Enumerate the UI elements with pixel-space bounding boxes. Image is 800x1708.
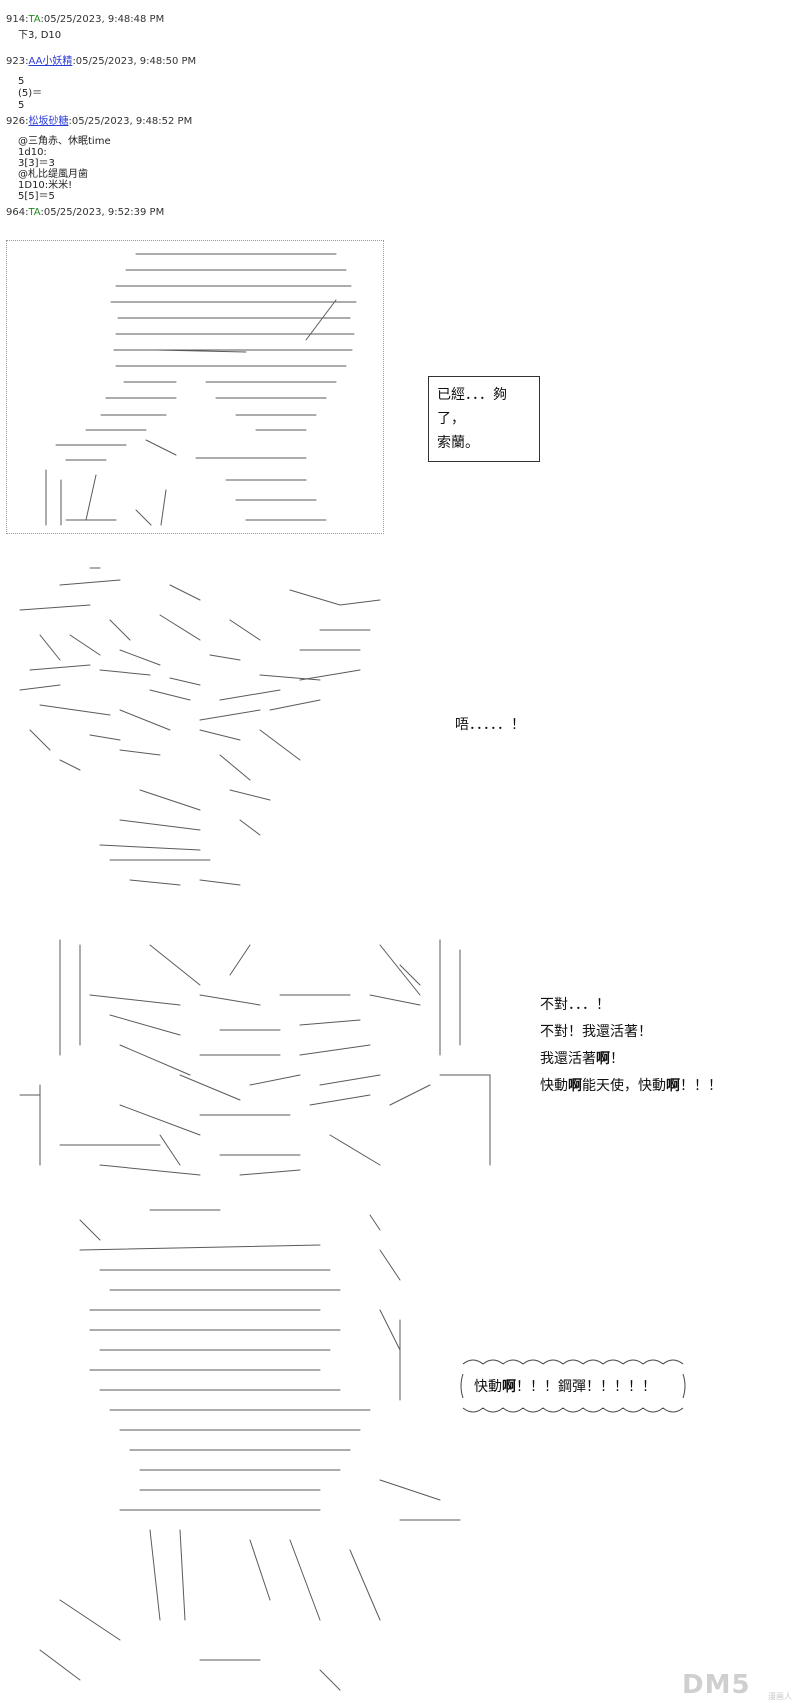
post-914: 914:TA:05/25/2023, 9:48:48 PM 下3, D10	[6, 14, 164, 42]
post-number: 923:	[6, 56, 29, 67]
watermark-subtext: 漫画人	[768, 1692, 792, 1701]
post-header: 964:TA:05/25/2023, 9:52:39 PM	[6, 207, 164, 219]
site-watermark: DM5 漫画人	[682, 1668, 792, 1702]
panel-4-artwork	[20, 1200, 480, 1700]
dialogue-line: 不對！我還活著！	[540, 1024, 652, 1040]
ascii-art-face-closeup	[19, 567, 381, 886]
post-926: 926:松坂砂糖:05/25/2023, 9:48:52 PM @三角赤、休眠t…	[6, 116, 192, 202]
panel-2-artwork	[0, 560, 400, 900]
dialogue-box: 已經．．．夠了， 索蘭。	[428, 376, 540, 462]
post-923: 923:AA小妖精:05/25/2023, 9:48:50 PM 5 (5)＝ …	[6, 56, 196, 112]
panel-3-dialogue: 不對．．．！ 不對！我還活著！ 我還活著啊！ 快動啊能天使，快動啊！！！	[540, 992, 722, 1100]
poster-name: TA	[28, 207, 41, 218]
post-body: @三角赤、休眠time 1d10: 3[3]＝3 @札比缇風月歯 1D10:米米…	[18, 136, 111, 202]
shout-bubble-border	[460, 1359, 686, 1413]
dialogue-line: 已經．．．夠了，	[437, 387, 507, 427]
poster-name-link[interactable]: AA小妖精	[28, 56, 73, 67]
panel-1-artwork	[6, 240, 386, 534]
dialogue-line: 我還活著啊！	[540, 1051, 624, 1067]
watermark-logo: DM5	[682, 1670, 751, 1700]
poster-name-link[interactable]: 松坂砂糖	[28, 116, 69, 127]
post-timestamp: :05/25/2023, 9:48:52 PM	[68, 116, 193, 127]
post-timestamp: :05/25/2023, 9:48:48 PM	[40, 14, 165, 25]
post-header: 926:松坂砂糖:05/25/2023, 9:48:52 PM	[6, 116, 192, 128]
post-body: 下3, D10	[18, 30, 62, 41]
post-number: 964:	[6, 207, 29, 218]
panel-3-artwork	[0, 935, 500, 1185]
post-number: 914:	[6, 14, 29, 25]
post-header: 914:TA:05/25/2023, 9:48:48 PM	[6, 14, 164, 26]
shout-text: 快動啊！！！鋼彈！！！！！	[474, 1379, 656, 1395]
post-body: 5 (5)＝ 5	[18, 76, 43, 111]
post-964: 964:TA:05/25/2023, 9:52:39 PM	[6, 207, 164, 219]
post-number: 926:	[6, 116, 29, 127]
dialogue-line: 索蘭。	[437, 435, 479, 451]
ascii-art-cockpit-scream	[19, 939, 491, 1176]
post-timestamp: :05/25/2023, 9:48:50 PM	[72, 56, 197, 67]
dialogue-line: 快動啊能天使，快動啊！！！	[540, 1078, 722, 1094]
speech-text: 唔．．．．．！	[455, 717, 525, 733]
poster-name: TA	[28, 14, 41, 25]
post-timestamp: :05/25/2023, 9:52:39 PM	[40, 207, 165, 218]
post-header: 923:AA小妖精:05/25/2023, 9:48:50 PM	[6, 56, 196, 68]
ascii-art-gundam-shout	[39, 1209, 461, 1691]
dialogue-line: 不對．．．！	[540, 997, 610, 1013]
panel-1-frame	[6, 240, 384, 534]
ascii-art-embrace	[45, 253, 357, 526]
